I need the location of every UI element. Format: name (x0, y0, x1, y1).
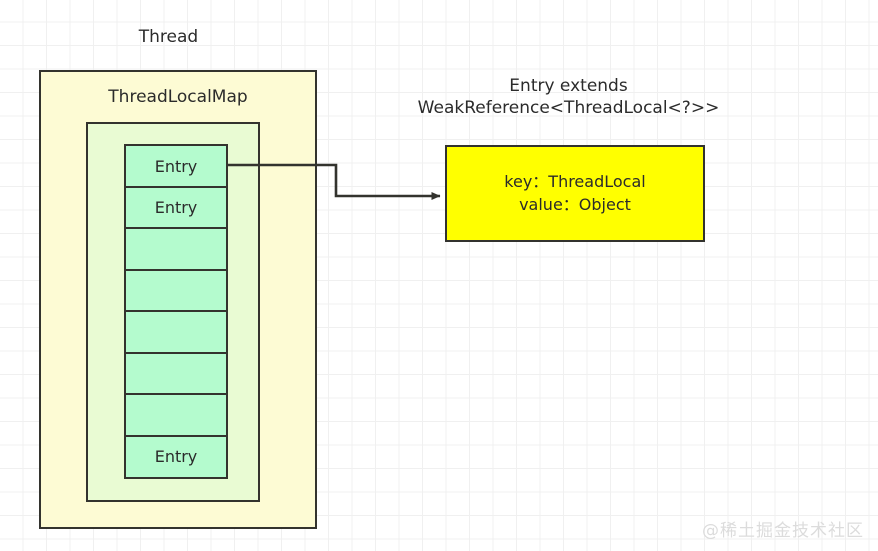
entry-table: Entry Entry Entry (124, 144, 228, 479)
entry-cell: Entry (124, 185, 228, 230)
entry-cell (124, 268, 228, 313)
watermark: @稀土掘金技术社区 (702, 521, 864, 541)
entry-detail-heading-line2: WeakReference<ThreadLocal<?>> (417, 97, 720, 118)
threadlocalmap-label: ThreadLocalMap (108, 87, 248, 107)
entry-cell (124, 227, 228, 271)
thread-label: Thread (138, 27, 199, 47)
entry-cell (124, 351, 228, 396)
entry-detail-box: key：ThreadLocal value：Object (445, 145, 705, 242)
entry-detail-heading: Entry extends WeakReference<ThreadLocal<… (396, 76, 741, 120)
entry-cell: Entry (124, 434, 228, 479)
entry-value-line: value：Object (519, 194, 631, 214)
entry-cell: Entry (124, 144, 228, 188)
entry-cell (124, 310, 228, 354)
entry-detail-heading-line1: Entry extends (509, 76, 628, 96)
entry-key-line: key：ThreadLocal (504, 171, 646, 191)
entry-cell (124, 393, 228, 437)
